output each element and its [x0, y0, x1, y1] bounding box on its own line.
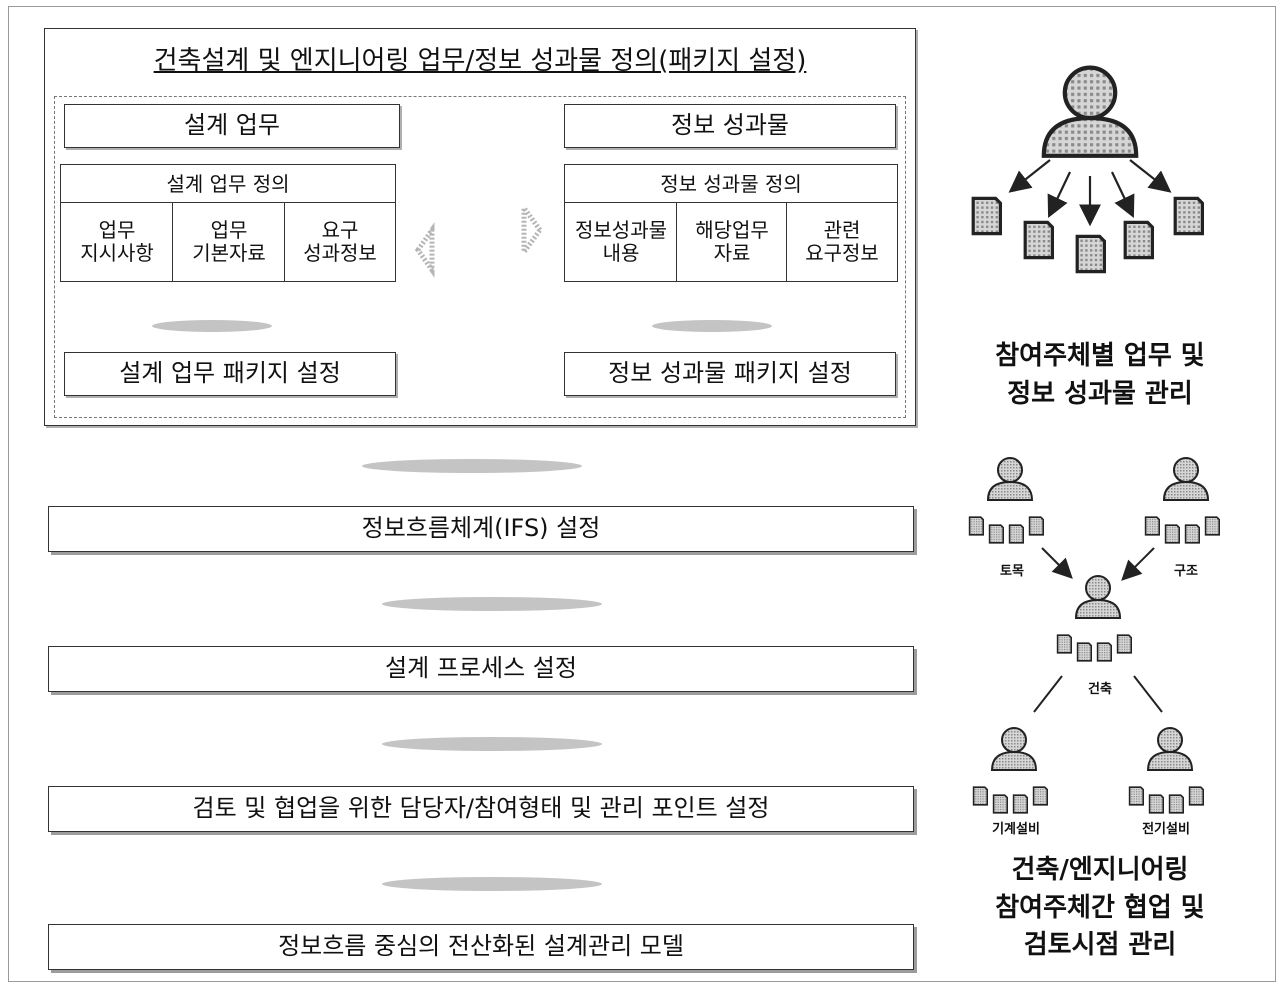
document-icons-top [971, 196, 1205, 274]
label-structure: 구조 [1174, 564, 1198, 579]
collaboration-lines [1033, 675, 1163, 713]
left-cell-3: 요구 성과정보 [284, 202, 396, 282]
left-cell-1: 업무 지시사항 [60, 202, 174, 282]
step-ifs-setup: 정보흐름체계(IFS) 설정 [48, 506, 914, 552]
info-deliverable-package: 정보 성과물 패키지 설정 [564, 352, 896, 396]
step-design-process: 설계 프로세스 설정 [48, 646, 914, 692]
right-cell-2: 해당업무 자료 [676, 202, 788, 282]
design-task-package: 설계 업무 패키지 설정 [64, 352, 396, 396]
person-icon-mechanical [991, 727, 1037, 771]
person-icon-electrical [1147, 727, 1193, 771]
person-icon-architecture [1075, 575, 1121, 619]
right-cell-3: 관련 요구정보 [786, 202, 898, 282]
design-task-header: 설계 업무 [64, 104, 400, 148]
distribution-arrows [1008, 159, 1172, 227]
label-mechanical: 기계설비 [992, 822, 1040, 837]
design-task-definition: 설계 업무 정의 [60, 164, 396, 204]
down-arrows-faint [152, 320, 772, 891]
flow-arrow-left-to-right [414, 222, 435, 278]
label-civil: 토목 [1000, 564, 1024, 579]
step-review-collaboration: 검토 및 협업을 위한 담당자/참여형태 및 관리 포인트 설정 [48, 786, 914, 832]
flow-arrow-right-to-left [521, 200, 544, 260]
right-cell-1: 정보성과물 내용 [564, 202, 678, 282]
step-design-management-model: 정보흐름 중심의 전산화된 설계관리 모델 [48, 924, 914, 970]
person-icon-structure [1163, 457, 1209, 501]
label-electrical: 전기설비 [1142, 822, 1190, 837]
diagram-frame [8, 6, 1276, 982]
diagram-title: 건축설계 및 엔지니어링 업무/정보 성과물 정의(패키지 설정) [153, 45, 807, 76]
info-deliverable-header: 정보 성과물 [564, 104, 896, 148]
collaboration-arrows [1041, 547, 1155, 581]
person-icon-civil [987, 457, 1033, 501]
caption-participant-management: 참여주체별 업무 및 정보 성과물 관리 [995, 341, 1205, 409]
package-inner-border [54, 96, 906, 418]
central-person-icon [1044, 68, 1136, 156]
caption-collaboration-management: 건축/엔지니어링 참여주체간 협업 및 검토시점 관리 [995, 855, 1205, 961]
left-cell-2: 업무 기본자료 [172, 202, 286, 282]
label-architecture: 건축 [1088, 682, 1112, 697]
